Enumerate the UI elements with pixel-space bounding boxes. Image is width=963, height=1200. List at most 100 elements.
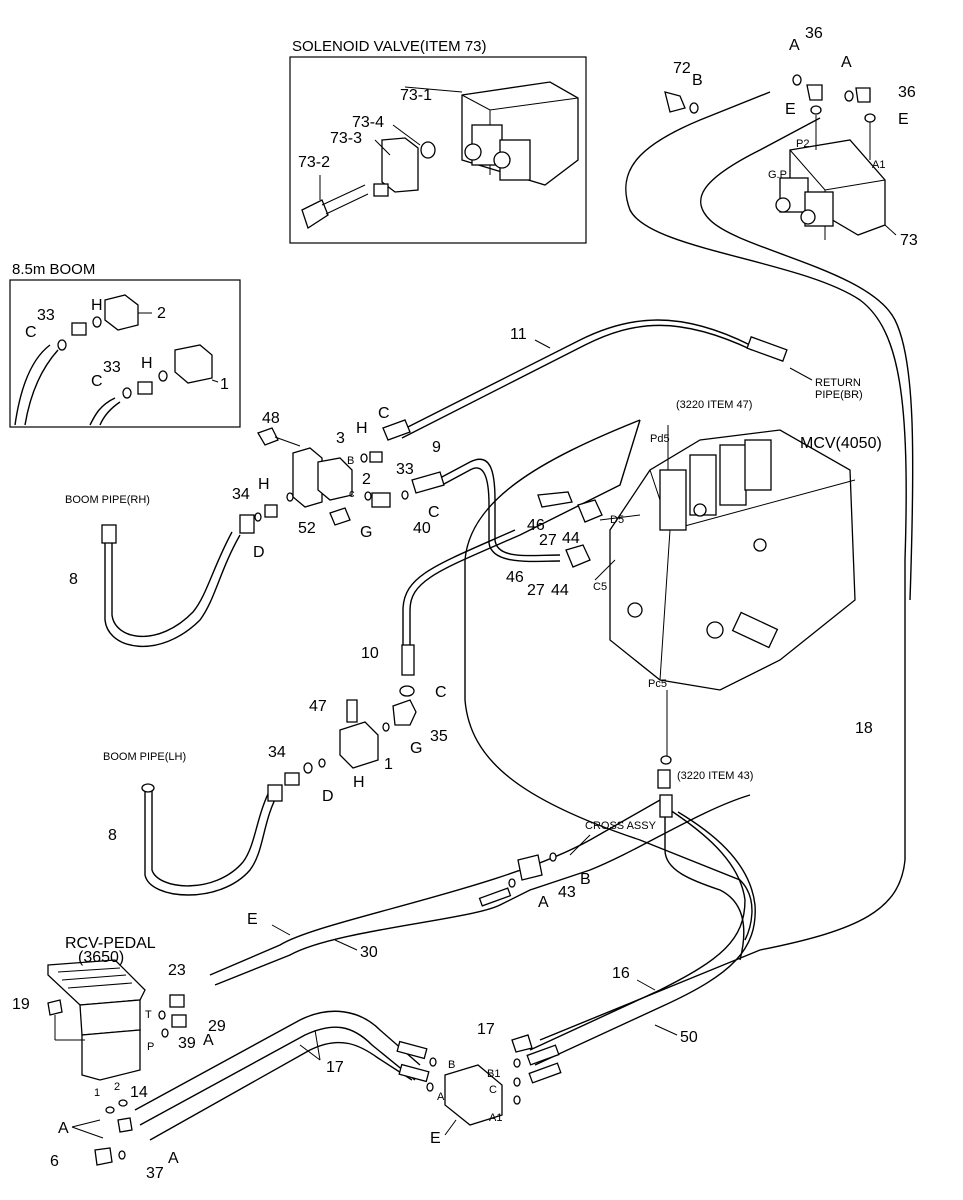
port-p2: P2 xyxy=(796,138,809,150)
boom-8-5m-inset: 8.5m BOOM 33 H 2 C 33 H C 1 xyxy=(9,261,241,428)
callout-33-boom-a: 33 xyxy=(37,307,55,324)
note-mcv: MCV(4050) xyxy=(800,435,882,452)
block-2 xyxy=(317,457,353,501)
callout-37: 6 xyxy=(50,1153,59,1170)
callout-c-boom-b: C xyxy=(91,373,103,390)
boom-block-2 xyxy=(104,294,139,331)
port-pedal-2: 2 xyxy=(114,1081,120,1093)
port-blk-b: B xyxy=(448,1059,455,1071)
callout-23: E xyxy=(247,911,258,928)
callout-16: 16 xyxy=(612,965,630,982)
callout-e-top2: E xyxy=(898,111,909,128)
callout-a-pedal: 29 xyxy=(208,1018,226,1035)
callout-e-pedal: 39 xyxy=(178,1035,196,1052)
callout-a-pedal2: 14 xyxy=(130,1084,148,1101)
callout-33-mid: 33 xyxy=(396,461,414,478)
rcv-pedal-assembly: RCV-PEDAL (3650) 23 19 29 39 A T P 1 2 1… xyxy=(12,935,226,1182)
callout-50: 17 xyxy=(477,1021,495,1038)
callout-30: A xyxy=(203,1032,214,1049)
bolt-39 xyxy=(47,999,63,1016)
callout-8-lh: 8 xyxy=(108,827,117,844)
junction-block-6: 17 E B A B1 C A1 xyxy=(396,1021,562,1147)
diagram-notes: RETURN PIPE(BR) (3220 ITEM 47) MCV(4050)… xyxy=(65,367,882,856)
flange-fittings: 46 27 44 46 27 44 D5 C5 Pd5 Pc5 xyxy=(506,433,670,690)
solenoid-block xyxy=(381,137,419,193)
callout-6: E xyxy=(430,1130,441,1147)
callout-19: 30 xyxy=(360,944,378,961)
hose-callouts: 11 E 30 16 50 17 xyxy=(247,326,698,1076)
callout-c-mid1: C xyxy=(378,405,390,422)
o-ring-73-4 xyxy=(420,141,436,159)
callout-44-b: 44 xyxy=(551,582,569,599)
port-a1: A1 xyxy=(872,159,885,171)
callout-18: 18 xyxy=(855,720,873,737)
callout-35: 35 xyxy=(430,728,448,745)
callout-a-pedal3: 37 xyxy=(146,1165,164,1182)
port-pedal-p: P xyxy=(147,1041,154,1053)
port-pedal-t: T xyxy=(145,1009,152,1021)
block-6 xyxy=(444,1064,503,1126)
callout-b-top: B xyxy=(692,72,703,89)
boom-selector-assembly: 48 3 H C 2 33 9 34 H D 52 G 40 C 8 B c xyxy=(69,405,445,588)
port-d5: D5 xyxy=(610,514,624,526)
boom-inset-frame xyxy=(9,279,241,428)
callout-h-boom-b: H xyxy=(141,355,153,372)
callout-73: 73 xyxy=(900,232,918,249)
callout-c-boom-a: C xyxy=(25,324,37,341)
callout-48: 48 xyxy=(262,410,280,427)
callout-27-b: 27 xyxy=(527,582,545,599)
callout-73-2: 73-2 xyxy=(298,154,330,171)
note-cross-assy: CROSS ASSY xyxy=(585,820,657,832)
callout-11: 11 xyxy=(510,326,527,343)
note-return-pipe-1: RETURN xyxy=(815,377,861,389)
callout-43: 43 xyxy=(558,884,576,901)
boom-block-1 xyxy=(174,344,213,384)
note-return-pipe-2: PIPE(BR) xyxy=(815,389,863,401)
callout-d-rh: D xyxy=(253,544,265,561)
callout-a-top2: A xyxy=(841,54,852,71)
callout-73-3: 73-3 xyxy=(330,130,362,147)
callout-8-rh: 8 xyxy=(69,571,78,588)
callout-29: 23 xyxy=(168,962,186,979)
callout-46-a: 46 xyxy=(527,517,545,534)
callout-52: 52 xyxy=(298,520,316,537)
note-boom-pipe-lh: BOOM PIPE(LH) xyxy=(103,751,186,763)
port-gp: G.P xyxy=(768,169,787,181)
callout-40: 40 xyxy=(413,520,431,537)
callout-d-lh: D xyxy=(322,788,334,805)
callout-a-cross: A xyxy=(538,894,549,911)
port-pd5: Pd5 xyxy=(650,433,670,445)
port-blk-b1: B1 xyxy=(487,1068,500,1080)
port-pedal-1: 1 xyxy=(94,1087,100,1099)
callout-72: 72 xyxy=(673,60,691,77)
rcv-pedal xyxy=(47,959,146,1006)
callout-3: 3 xyxy=(336,430,345,447)
port-blk-a1: A1 xyxy=(489,1112,502,1124)
port-blk-a: A xyxy=(437,1091,445,1103)
callout-47: 47 xyxy=(309,698,327,715)
solenoid-inset-frame xyxy=(289,56,587,244)
callout-44-a: 44 xyxy=(562,530,580,547)
elbow-36-c xyxy=(117,1117,133,1133)
boom-inset-title: 8.5m BOOM xyxy=(12,261,95,278)
mcv-4050 xyxy=(594,425,856,691)
callout-36-top2: 36 xyxy=(898,84,916,101)
callout-14: 17 xyxy=(326,1059,344,1076)
callout-34-lh: 34 xyxy=(268,744,286,761)
block-1 xyxy=(339,721,379,769)
callout-e-pedal2: A xyxy=(58,1120,69,1137)
fitting-50 xyxy=(511,1034,533,1053)
callout-73-4: 73-4 xyxy=(352,114,384,131)
callout-2-boom: 2 xyxy=(157,305,166,322)
callout-c-mid2: C xyxy=(428,504,440,521)
callout-h-boom-a: H xyxy=(91,297,103,314)
rcv-pedal-label: RCV-PEDAL xyxy=(65,935,156,952)
bolt-head-73-2 xyxy=(301,199,329,230)
callout-g-mid: G xyxy=(360,524,372,541)
callout-a-top1: A xyxy=(789,37,800,54)
callout-e-top1: E xyxy=(785,101,796,118)
callout-h-lh: H xyxy=(353,774,365,791)
bolt-52 xyxy=(329,507,351,526)
note-ref-43: (3220 ITEM 43) xyxy=(677,770,753,782)
